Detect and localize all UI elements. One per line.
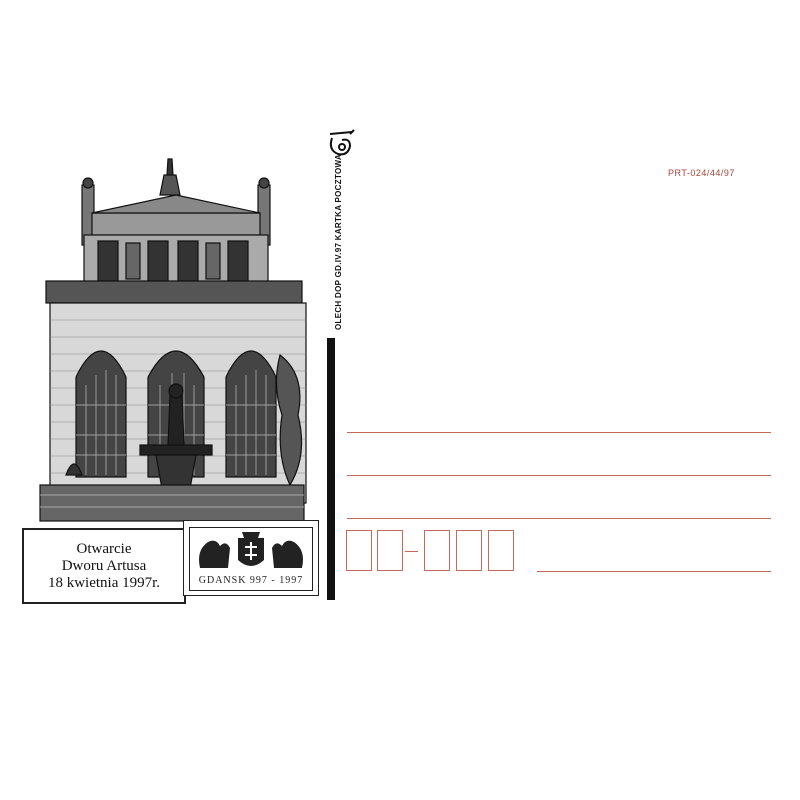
caption-line-2: Dworu Artusa bbox=[61, 557, 147, 574]
vertical-imprint: OLECH DOP GD.IV.97 KARTKA POCZTOWA bbox=[334, 153, 343, 330]
zip-box-1 bbox=[346, 530, 372, 571]
caption-line-1: Otwarcie bbox=[76, 540, 132, 557]
zip-box-3 bbox=[424, 530, 450, 571]
zip-box-4 bbox=[456, 530, 482, 571]
zip-dash bbox=[405, 551, 418, 552]
address-line-3 bbox=[347, 518, 771, 519]
gdansk-logo-box: GDANSK 997 - 1997 bbox=[183, 520, 319, 596]
caption-line-3: 18 kwietnia 1997r. bbox=[47, 574, 161, 591]
divider-bar bbox=[327, 338, 335, 600]
postcard-code: PRT-024/44/97 bbox=[668, 168, 735, 178]
gdansk-logo-frame: GDANSK 997 - 1997 bbox=[189, 527, 313, 591]
artus-court-illustration bbox=[39, 158, 307, 522]
address-line-2 bbox=[347, 475, 771, 476]
zip-box-2 bbox=[377, 530, 403, 571]
zip-box-5 bbox=[488, 530, 514, 571]
city-line bbox=[537, 571, 771, 572]
logo-text: GDANSK 997 - 1997 bbox=[198, 575, 304, 586]
post-horn-icon bbox=[329, 129, 355, 156]
caption-box: Otwarcie Dworu Artusa 18 kwietnia 1997r. bbox=[22, 528, 186, 604]
coat-of-arms-icon bbox=[199, 532, 303, 568]
address-line-1 bbox=[347, 432, 771, 433]
